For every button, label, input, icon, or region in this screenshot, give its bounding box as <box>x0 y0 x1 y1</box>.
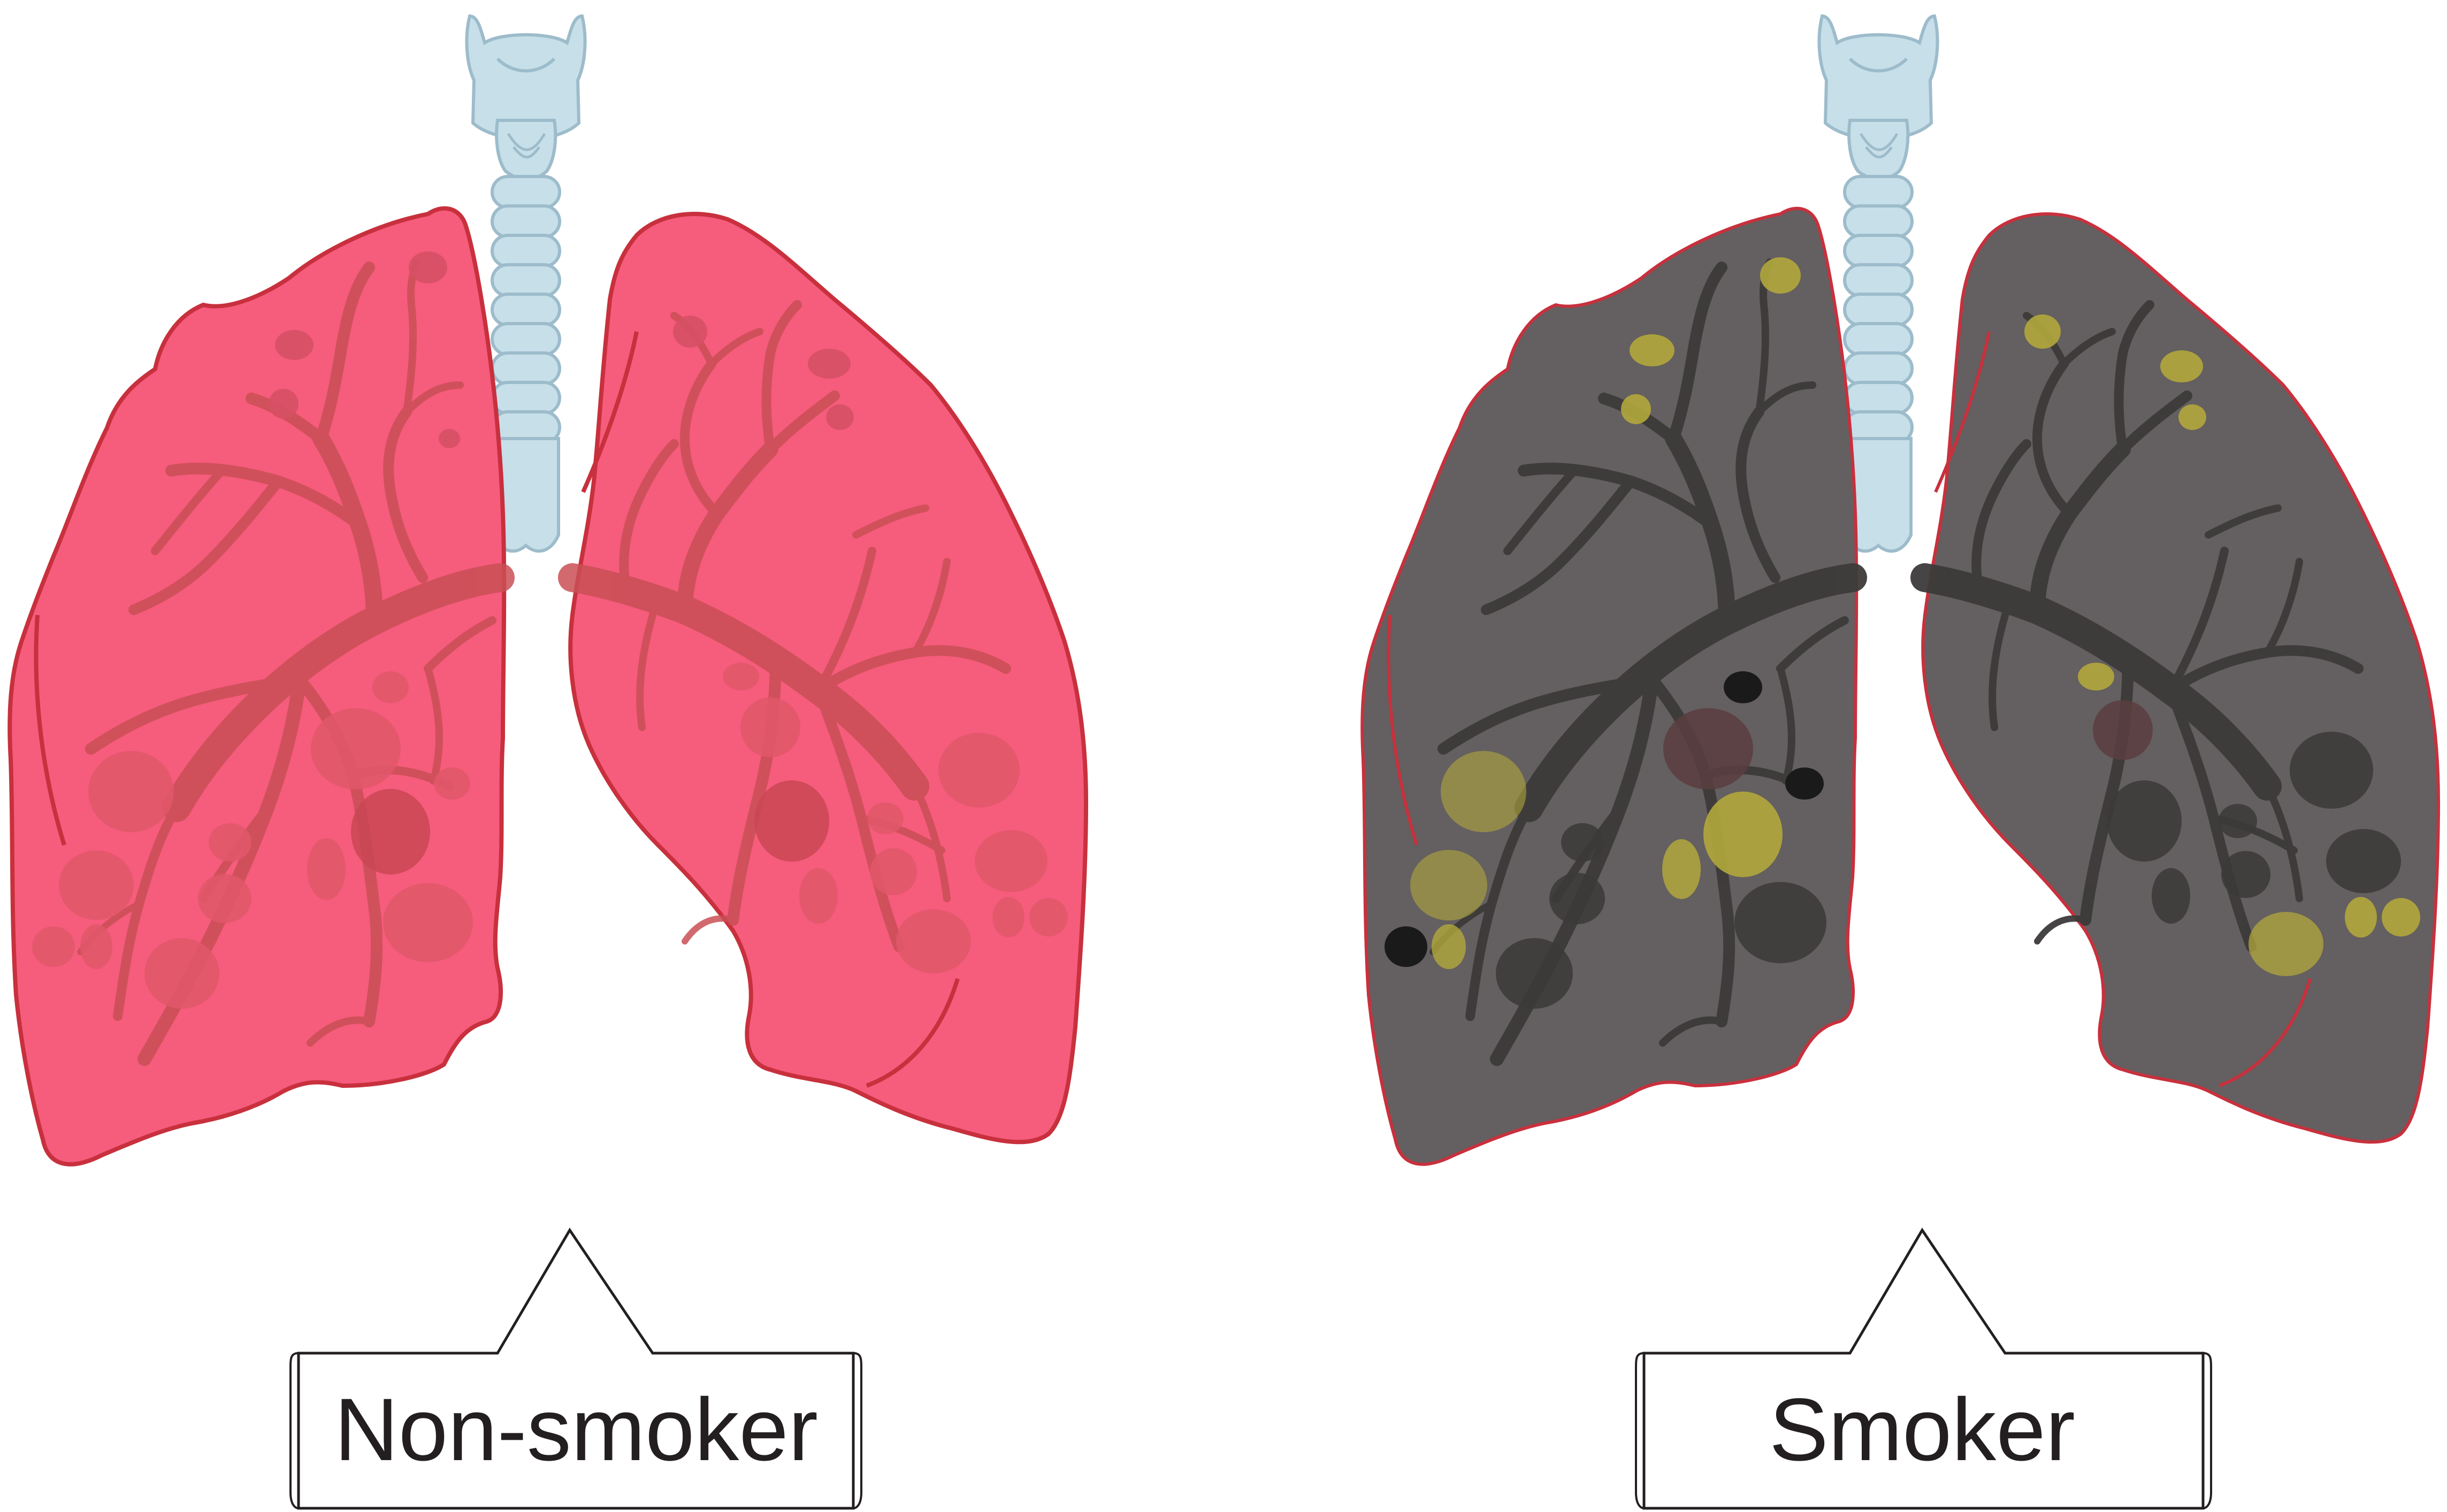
dark-spot <box>2093 700 2153 760</box>
non-smoker-label: Non-smoker <box>334 1380 818 1479</box>
pleura-line-bottom <box>866 978 960 1088</box>
spot <box>307 838 346 900</box>
spot <box>311 708 401 789</box>
dark-spot <box>1385 926 1427 967</box>
non-smoker-callout: Non-smoker <box>289 1227 862 1510</box>
spot <box>144 938 219 1009</box>
non-smoker-panel: Non-smoker <box>10 16 1086 1510</box>
spot <box>992 897 1024 938</box>
spot <box>59 850 134 920</box>
tar-spot <box>2249 912 2323 976</box>
tar-spots <box>1385 257 2420 1009</box>
dark-spot <box>1724 671 1762 703</box>
dark-spot <box>1663 708 1753 789</box>
tar-spot <box>2078 663 2114 690</box>
dark-spot <box>1734 882 1826 963</box>
spot <box>269 389 299 419</box>
spot <box>409 251 447 283</box>
spot <box>826 404 854 430</box>
tar-spot <box>1662 839 1701 899</box>
spot <box>867 802 904 834</box>
dark-spot <box>1549 873 1605 924</box>
spot <box>351 789 430 874</box>
spot <box>198 874 251 923</box>
spot <box>975 830 1047 892</box>
spot <box>799 868 838 924</box>
tar-spot <box>1703 792 1783 877</box>
tar-spot <box>2024 314 2061 349</box>
dark-spot <box>2221 851 2270 898</box>
spot <box>434 767 470 800</box>
pleura-line-right <box>581 331 639 493</box>
spot <box>32 926 75 967</box>
pleura-line-right <box>1934 331 1991 493</box>
dark-spot <box>1496 938 1573 1009</box>
spot <box>723 663 759 690</box>
tar-spot <box>2382 898 2420 937</box>
spot <box>938 733 1020 808</box>
callout-box <box>297 1227 855 1510</box>
spot <box>383 883 473 962</box>
spot <box>896 909 971 973</box>
spot <box>372 671 409 703</box>
spot <box>870 848 917 895</box>
left-lung <box>1362 209 1856 1164</box>
tar-spot <box>1432 924 1466 969</box>
spot <box>80 924 112 969</box>
smoker-callout: Smoker <box>1635 1227 2212 1510</box>
tar-spot <box>2160 350 2203 382</box>
dark-spot <box>2326 829 2401 893</box>
dark-spot <box>1785 767 1824 800</box>
spot <box>740 697 800 757</box>
tar-spot <box>1760 257 1801 294</box>
pleura-line-left <box>34 615 66 846</box>
pleura-line-bottom <box>2218 978 2312 1087</box>
dark-spot <box>2290 732 2373 809</box>
left-lung <box>10 209 504 1164</box>
tar-spot <box>1410 850 1487 920</box>
alveoli-spots <box>32 251 1068 1009</box>
spot <box>88 751 174 832</box>
smoker-panel: Smoker <box>1362 16 2438 1510</box>
spot <box>275 330 313 360</box>
spot <box>754 780 829 862</box>
spot <box>1029 898 1068 937</box>
dark-spot <box>1561 823 1604 862</box>
spot <box>673 316 707 348</box>
tar-spot <box>1441 751 1526 832</box>
pleura-line-left <box>1387 615 1418 846</box>
spot <box>439 429 460 448</box>
tar-spot <box>2345 897 2377 938</box>
spot <box>808 349 851 379</box>
tar-spot <box>2178 404 2206 430</box>
spot <box>209 823 251 862</box>
dark-spot <box>2219 804 2257 838</box>
dark-spot <box>2107 780 2182 862</box>
smoker-label: Smoker <box>1769 1380 2075 1479</box>
callout-box <box>1642 1227 2205 1510</box>
dark-spot <box>2152 868 2190 924</box>
tar-spot <box>1621 394 1651 424</box>
tar-spot <box>1630 334 1674 366</box>
